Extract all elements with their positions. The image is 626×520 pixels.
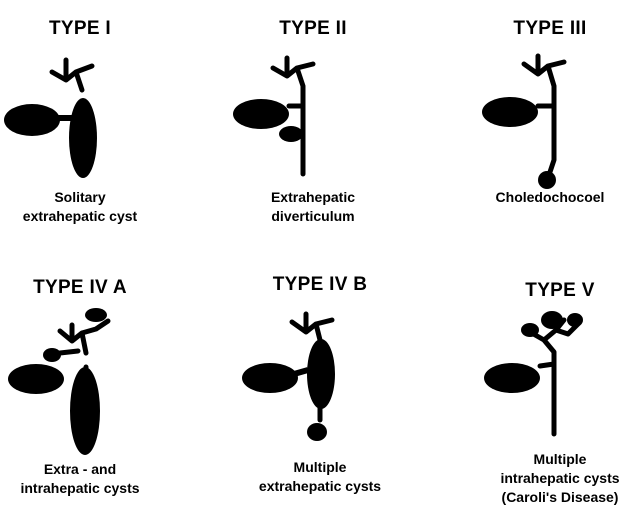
gallbladder — [8, 364, 64, 394]
panel-title: TYPE I — [0, 18, 180, 40]
extrahepatic-cyst — [307, 339, 335, 409]
panel-title: TYPE III — [450, 18, 626, 40]
panel-type-iii: TYPE III Choledochocoel — [450, 10, 626, 260]
intrahepatic-cyst — [43, 348, 61, 362]
type-iv-b-illustration — [220, 300, 420, 470]
panel-type-iv-b: TYPE IV B Multiple extrahepatic cysts — [220, 264, 420, 514]
gallbladder — [242, 363, 298, 393]
panel-caption: Multiple extrahepatic cysts — [220, 458, 420, 496]
intrahepatic-cyst — [541, 311, 563, 329]
panel-type-i: TYPE I Solitary extrahepatic cyst — [0, 10, 180, 260]
gallbladder — [482, 97, 538, 127]
choledochocele — [538, 171, 556, 189]
cystic-duct — [294, 370, 308, 374]
panel-caption: Extra - and intrahepatic cysts — [0, 460, 180, 498]
type-iv-a-illustration — [0, 301, 180, 471]
panel-type-v: TYPE V Multiple intrahepatic cysts (Caro… — [460, 270, 626, 520]
panel-caption: Multiple intrahepatic cysts (Caroli's Di… — [460, 450, 626, 507]
intrahepatic-cyst — [521, 323, 539, 337]
type-v-illustration — [460, 304, 626, 454]
gallbladder — [233, 99, 289, 129]
solitary-extrahepatic-cyst — [69, 98, 97, 178]
panel-title: TYPE V — [460, 280, 626, 302]
extrahepatic-cyst — [307, 423, 327, 441]
extrahepatic-cyst — [70, 367, 100, 455]
extrahepatic-diverticulum — [279, 126, 303, 142]
gallbladder — [4, 104, 60, 136]
panel-caption: Choledochocoel — [450, 188, 626, 207]
intrahepatic-cyst — [567, 313, 583, 327]
panel-caption: Extrahepatic diverticulum — [213, 188, 413, 226]
panel-title: TYPE II — [213, 18, 413, 40]
panel-type-iv-a: TYPE IV A Extra - and intrahepatic cysts — [0, 267, 180, 517]
panel-caption: Solitary extrahepatic cyst — [0, 188, 180, 226]
intrahepatic-cyst — [85, 308, 107, 322]
panel-title: TYPE IV B — [220, 274, 420, 296]
panel-type-ii: TYPE II Extrahepatic diverticulum — [213, 10, 413, 260]
panel-title: TYPE IV A — [0, 277, 180, 299]
gallbladder — [484, 363, 540, 393]
